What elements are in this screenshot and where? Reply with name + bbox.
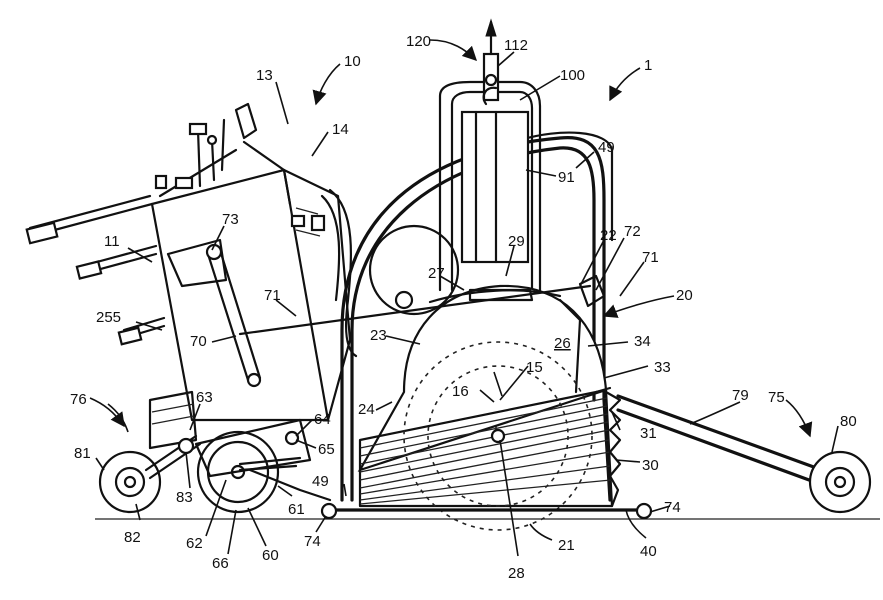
ref-75: 75	[768, 389, 785, 406]
control-levers	[154, 102, 258, 190]
ref-61: 61	[288, 501, 305, 518]
ref-34: 34	[634, 333, 651, 350]
reference-numerals: 120 112 100 1 10 13 14 49 91 11 73 255 7…	[70, 33, 857, 582]
rear-wheel	[98, 390, 202, 514]
ref-24: 24	[358, 401, 375, 418]
ref-73: 73	[222, 211, 239, 228]
cable-71	[238, 284, 592, 336]
ref-83: 83	[176, 489, 193, 506]
ref-13: 13	[256, 67, 273, 84]
ref-63: 63	[196, 389, 213, 406]
depth-lever-70	[205, 243, 262, 388]
ref-22: 22	[600, 227, 617, 244]
ref-21: 21	[558, 537, 575, 554]
ref-80: 80	[840, 413, 857, 430]
ref-255: 255	[96, 309, 121, 326]
ref-49-top: 49	[598, 139, 615, 156]
leader-lines	[89, 39, 839, 557]
base-frame	[320, 502, 653, 520]
ref-28: 28	[508, 565, 525, 582]
ref-49-bottom: 49	[312, 473, 329, 490]
saw-blade	[403, 341, 593, 531]
ref-70: 70	[190, 333, 207, 350]
ref-76: 76	[70, 391, 87, 408]
ref-65: 65	[318, 441, 335, 458]
ref-112: 112	[504, 37, 528, 54]
ref-79: 79	[732, 387, 749, 404]
ref-64: 64	[314, 411, 331, 428]
ref-62: 62	[186, 535, 203, 552]
ref-82: 82	[124, 529, 141, 546]
ref-26: 26	[554, 335, 571, 352]
mast	[438, 18, 542, 292]
drive-wheel	[194, 418, 332, 514]
water-hose	[328, 188, 358, 358]
ref-14: 14	[332, 121, 349, 138]
ref-30: 30	[642, 457, 659, 474]
ref-27: 27	[428, 265, 445, 282]
ref-23: 23	[370, 327, 387, 344]
ref-31: 31	[640, 425, 657, 442]
ref-81: 81	[74, 445, 91, 462]
ref-16: 16	[452, 383, 469, 400]
ref-91: 91	[558, 169, 575, 186]
ref-33: 33	[654, 359, 671, 376]
ref-100: 100	[560, 67, 585, 84]
ref-74-right: 74	[664, 499, 681, 516]
ref-29: 29	[508, 233, 525, 250]
ref-74-left: 74	[304, 533, 321, 550]
ref-1: 1	[644, 57, 652, 74]
ref-71-right: 71	[642, 249, 659, 266]
ref-120: 120	[406, 33, 431, 50]
ref-10: 10	[344, 53, 361, 70]
folded-shroud	[358, 388, 622, 508]
ref-60: 60	[262, 547, 279, 564]
ref-66: 66	[212, 555, 229, 572]
ref-20: 20	[676, 287, 693, 304]
blade-guard	[357, 274, 612, 472]
ref-11: 11	[104, 233, 120, 250]
front-tow-bar	[616, 394, 872, 514]
ref-72: 72	[624, 223, 641, 240]
ref-15: 15	[526, 359, 543, 376]
ref-71-left: 71	[264, 287, 281, 304]
engine-pulley	[368, 224, 460, 316]
ref-40: 40	[640, 543, 657, 560]
